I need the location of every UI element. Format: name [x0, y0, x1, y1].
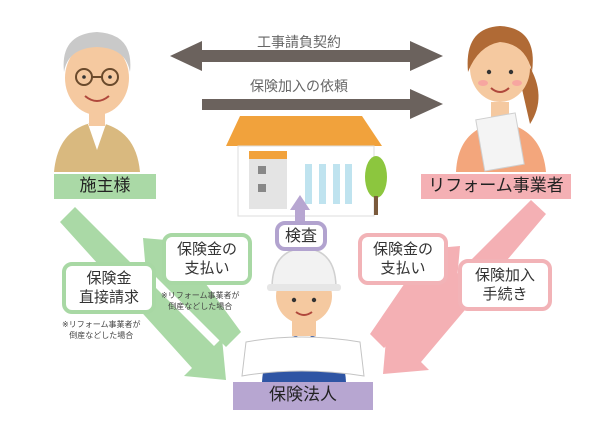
inspector-illustration — [241, 247, 365, 382]
procedure-box: 保険加入 手続き — [458, 259, 552, 311]
note-payment-left: ※リフォーム事業者が 倒産などした場合 — [161, 291, 239, 313]
direct-claim-line1: 保険金 — [86, 269, 132, 288]
inspection-label: 検査 — [275, 221, 327, 251]
note1-line1: ※リフォーム事業者が — [161, 291, 240, 300]
note2-line2: 倒産などした場合 — [69, 330, 134, 340]
payment-right-line1: 保険金の — [372, 240, 433, 259]
owner-label: 施主様 — [54, 174, 156, 199]
procedure-line2: 手続き — [482, 285, 528, 303]
note-direct-claim: ※リフォーム事業者が 倒産などした場合 — [62, 320, 140, 342]
payment-left-line1: 保険金の — [176, 240, 237, 259]
request-arrow — [202, 89, 443, 119]
contractor-label: リフォーム事業者 — [421, 174, 571, 199]
payment-right-box: 保険金の 支払い — [358, 233, 448, 285]
contract-label: 工事請負契約 — [257, 35, 341, 51]
payment-right-line2: 支払い — [380, 259, 426, 277]
house-illustration — [226, 116, 387, 217]
inspection-up-arrow — [290, 195, 310, 222]
direct-claim-line2: 直接請求 — [78, 288, 139, 306]
insurer-label: 保険法人 — [233, 382, 373, 410]
procedure-line1: 保険加入 — [474, 266, 535, 285]
contract-double-arrow — [170, 41, 443, 71]
owner-illustration — [54, 32, 140, 172]
payment-left-line2: 支払い — [184, 259, 230, 277]
note1-line2: 倒産などした場合 — [168, 301, 233, 311]
request-label: 保険加入の依頼 — [250, 79, 348, 95]
contractor-illustration — [456, 26, 546, 172]
payment-left-box: 保険金の 支払い — [162, 233, 252, 285]
direct-claim-box: 保険金 直接請求 — [62, 262, 156, 314]
note2-line1: ※リフォーム事業者が — [62, 320, 141, 329]
